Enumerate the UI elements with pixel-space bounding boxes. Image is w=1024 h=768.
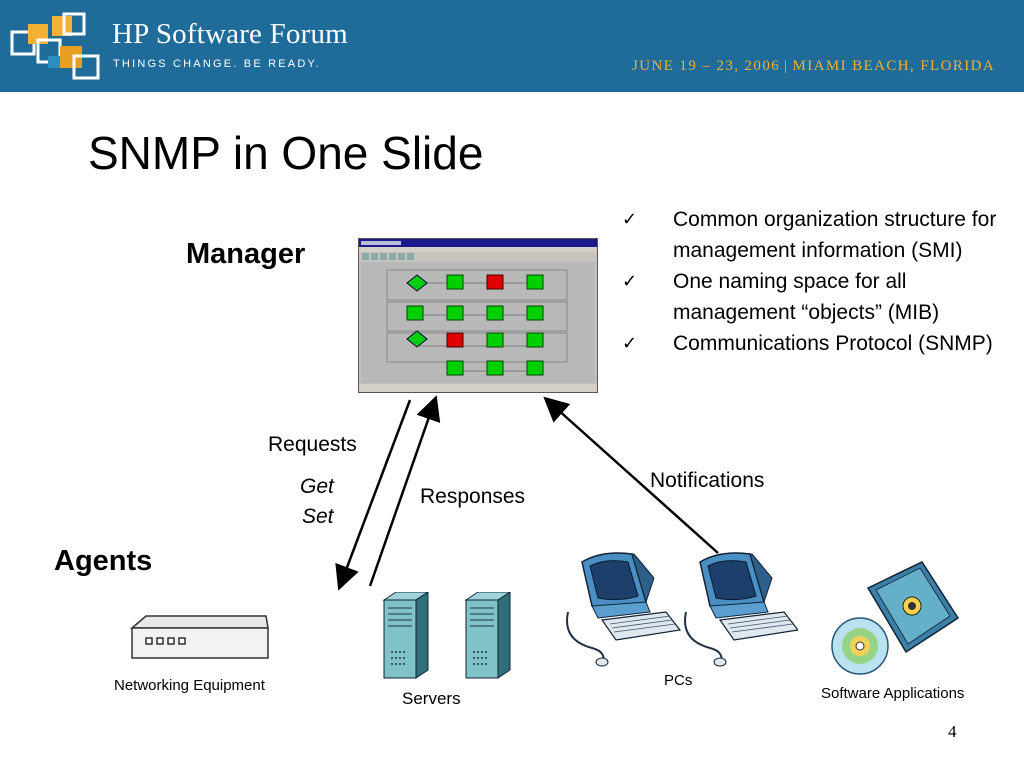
event-dates: JUNE 19 – 23, 2006 [632,58,781,74]
bullet-text: One naming space for all management “obj… [673,270,940,324]
get-label: Get [300,475,334,498]
event-location: MIAMI BEACH, FLORIDA [792,58,996,74]
bullet-item: ✓ Common organization structure for manag… [622,204,1017,266]
check-icon: ✓ [622,333,638,354]
networking-equipment-label: Networking Equipment [114,677,265,694]
pcs-icon [566,552,798,667]
software-applications-label: Software Applications [821,685,965,702]
check-icon: ✓ [622,209,638,230]
manager-console-screenshot [358,238,598,393]
header-banner: HP Software Forum THINGS CHANGE. BE READ… [0,0,1024,92]
network-switch-icon [130,615,269,659]
set-label: Set [302,505,334,528]
requests-label: Requests [268,433,357,456]
page-number: 4 [948,722,957,741]
agents-label: Agents [54,545,153,577]
slide-title: SNMP in One Slide [88,127,484,179]
responses-label: Responses [420,485,526,508]
event-separator: | [784,58,789,74]
manager-label: Manager [186,238,306,270]
bullet-text: Common organization structure for manage… [673,208,997,262]
network-map-icon [359,239,597,392]
request-arrow [335,399,412,591]
servers-label: Servers [402,689,461,708]
brand-title: HP Software Forum [112,18,348,50]
bullet-item: ✓ One naming space for all management “ob… [622,266,1017,328]
hp-forum-logo-icon [10,12,100,80]
pcs-label: PCs [664,672,693,689]
check-icon: ✓ [622,271,638,292]
brand-tagline: THINGS CHANGE. BE READY. [113,58,321,70]
software-cd-icon [831,561,960,675]
notifications-label: Notifications [650,469,765,492]
bullet-list: ✓ Common organization structure for manag… [622,204,1017,359]
servers-icon [382,592,511,679]
bullet-text: Communications Protocol (SNMP) [673,332,993,355]
bullet-item: ✓ Communications Protocol (SNMP) [622,328,1017,359]
event-info: JUNE 19 – 23, 2006|MIAMI BEACH, FLORIDA [632,58,995,75]
